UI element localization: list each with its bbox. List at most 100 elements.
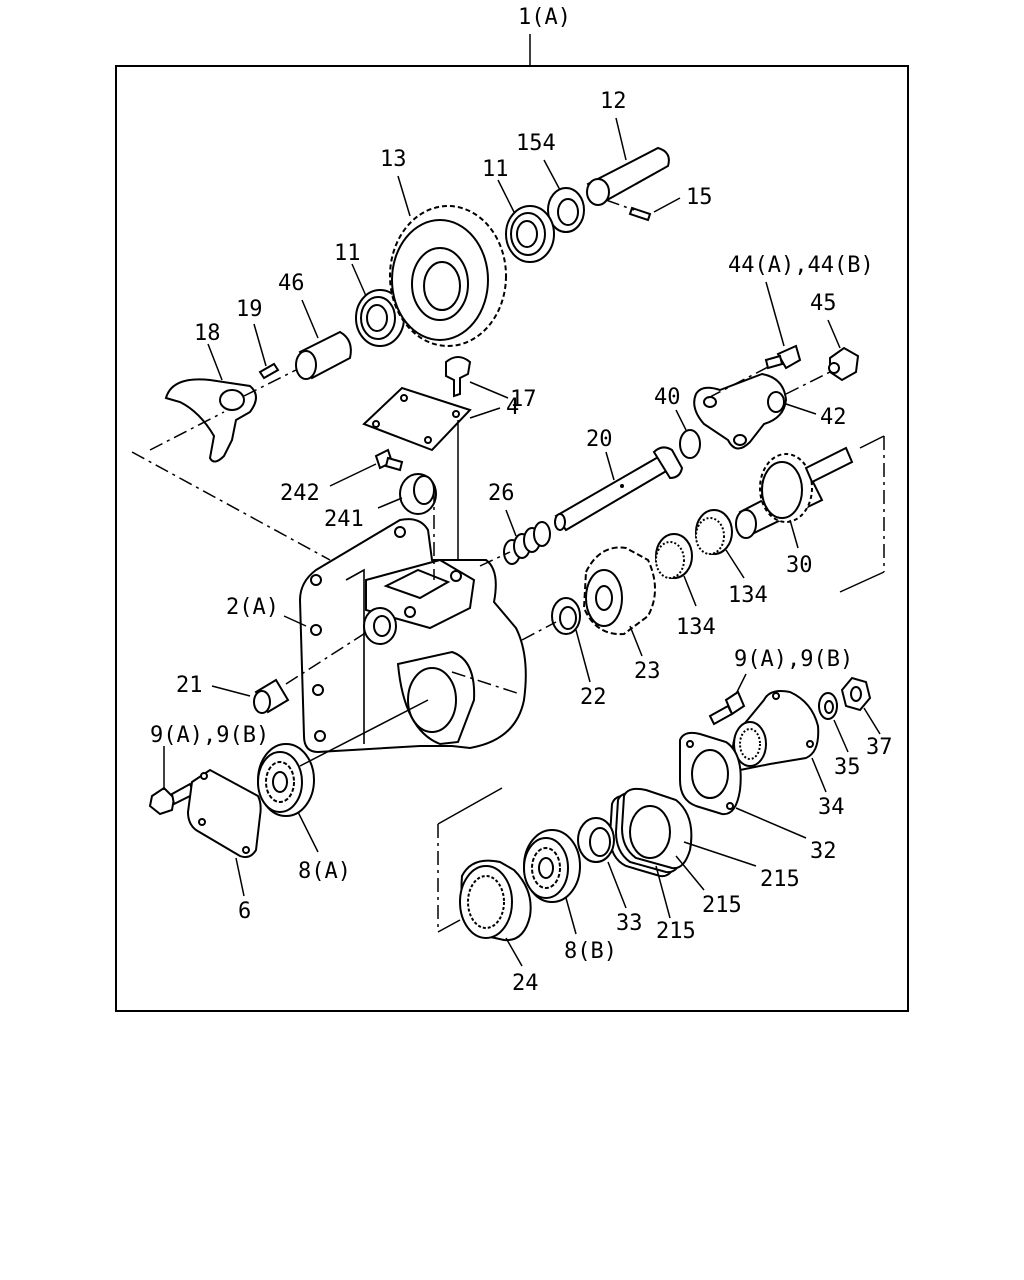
part-134-needle-bearing-b[interactable]: [655, 533, 693, 579]
label-32: 32: [810, 839, 837, 864]
part-12-shaft[interactable]: [586, 146, 670, 206]
label-22: 22: [580, 685, 607, 710]
label-241: 241: [324, 507, 364, 532]
part-35-washer[interactable]: [818, 692, 838, 720]
leader-6: [235, 857, 245, 897]
leader-26: [505, 509, 517, 537]
center-line-8a: [299, 699, 429, 767]
part-42-flange-sleeve[interactable]: [693, 372, 788, 450]
label-134b: 134: [676, 615, 716, 640]
label-45: 45: [810, 291, 837, 316]
center-line-21: [285, 629, 371, 685]
assembly-frame: [115, 65, 909, 1012]
leader-215c: [655, 865, 671, 919]
part-17-bolt[interactable]: [445, 356, 472, 398]
leader-33: [607, 861, 627, 909]
part-134-needle-bearing-a[interactable]: [695, 509, 733, 555]
leader-46: [301, 299, 319, 339]
label-42: 42: [820, 405, 847, 430]
part-45-nut[interactable]: [828, 346, 860, 382]
leader-21: [211, 685, 251, 697]
center-line-fork-b: [149, 411, 225, 451]
part-9-bolt-top[interactable]: [708, 690, 746, 726]
part-22-seal[interactable]: [551, 597, 581, 635]
label-17: 17: [510, 387, 537, 412]
label-9left: 9(A),9(B): [150, 723, 269, 748]
part-4-cover-plate[interactable]: [362, 386, 472, 452]
leader-19: [253, 323, 267, 367]
label-13: 13: [380, 147, 407, 172]
part-24-ring-sleeve[interactable]: [459, 859, 532, 942]
part-34-companion-flange[interactable]: [731, 690, 820, 772]
label-37: 37: [866, 735, 893, 760]
part-19-pin[interactable]: [258, 362, 280, 380]
bracket-30: [859, 435, 885, 449]
part-215-shims[interactable]: [608, 787, 693, 878]
part-8a-bearing[interactable]: [257, 743, 315, 817]
label-19: 19: [236, 297, 263, 322]
leader-40: [675, 409, 687, 431]
center-line-45: [785, 371, 831, 395]
part-21-plug[interactable]: [253, 678, 290, 714]
leader-13: [397, 175, 411, 217]
part-15-pin[interactable]: [628, 206, 652, 222]
label-assembly: 1(A): [518, 5, 571, 30]
part-23-bevel-gear[interactable]: [582, 546, 656, 636]
leader-15: [653, 197, 681, 213]
label-20: 20: [586, 427, 613, 452]
leader-45: [827, 319, 841, 349]
label-242: 242: [280, 481, 320, 506]
part-37-nut[interactable]: [840, 676, 872, 712]
part-241-plug[interactable]: [399, 473, 437, 515]
center-line-22: [521, 621, 557, 641]
label-154: 154: [516, 131, 556, 156]
part-154-washer[interactable]: [547, 187, 585, 233]
center-line-rear: [451, 671, 521, 695]
label-44: 44(A),44(B): [728, 253, 874, 278]
leader-4: [469, 407, 501, 419]
part-13-large-gear[interactable]: [389, 205, 507, 347]
bracket-24-low: [437, 919, 461, 933]
leader-17: [469, 381, 509, 399]
leader-215b: [675, 855, 705, 891]
center-line-18: [243, 369, 297, 397]
leader-18: [207, 343, 223, 381]
leader-134b: [683, 575, 697, 607]
label-18: 18: [194, 321, 221, 346]
part-8b-bearing[interactable]: [523, 829, 581, 903]
part-32-plate[interactable]: [679, 731, 742, 816]
part-11-bearing-upper[interactable]: [505, 205, 555, 263]
part-18-shift-fork[interactable]: [164, 378, 257, 463]
label-215b: 215: [702, 893, 742, 918]
part-26-spring[interactable]: [503, 521, 551, 565]
label-34: 34: [818, 795, 845, 820]
label-11b: 11: [334, 241, 361, 266]
label-15: 15: [686, 185, 713, 210]
part-46-sleeve[interactable]: [295, 330, 352, 380]
leader-215a: [683, 841, 757, 867]
label-12: 12: [600, 89, 627, 114]
leader-242: [329, 463, 377, 487]
label-26: 26: [488, 481, 515, 506]
part-11-bearing-lower[interactable]: [355, 289, 405, 347]
leader-11a: [497, 179, 515, 213]
part-30-output-shaft[interactable]: [735, 446, 854, 539]
label-24: 24: [512, 971, 539, 996]
leader-241: [377, 497, 403, 509]
leader-42: [785, 403, 817, 415]
label-134a: 134: [728, 583, 768, 608]
leader-2a: [283, 615, 307, 627]
part-2a-housing[interactable]: [298, 518, 527, 754]
part-6-cover[interactable]: [186, 768, 262, 859]
part-44-bolt[interactable]: [764, 344, 802, 370]
leader-20: [605, 451, 615, 481]
part-40-o-ring[interactable]: [679, 429, 701, 459]
leader-34: [811, 757, 827, 793]
label-215c: 215: [656, 919, 696, 944]
leader-12: [615, 117, 627, 161]
part-20-shift-rod[interactable]: [554, 446, 684, 532]
part-242-bolt[interactable]: [374, 448, 404, 472]
part-33-seal[interactable]: [577, 817, 615, 863]
leader-44: [765, 281, 785, 347]
label-35: 35: [834, 755, 861, 780]
